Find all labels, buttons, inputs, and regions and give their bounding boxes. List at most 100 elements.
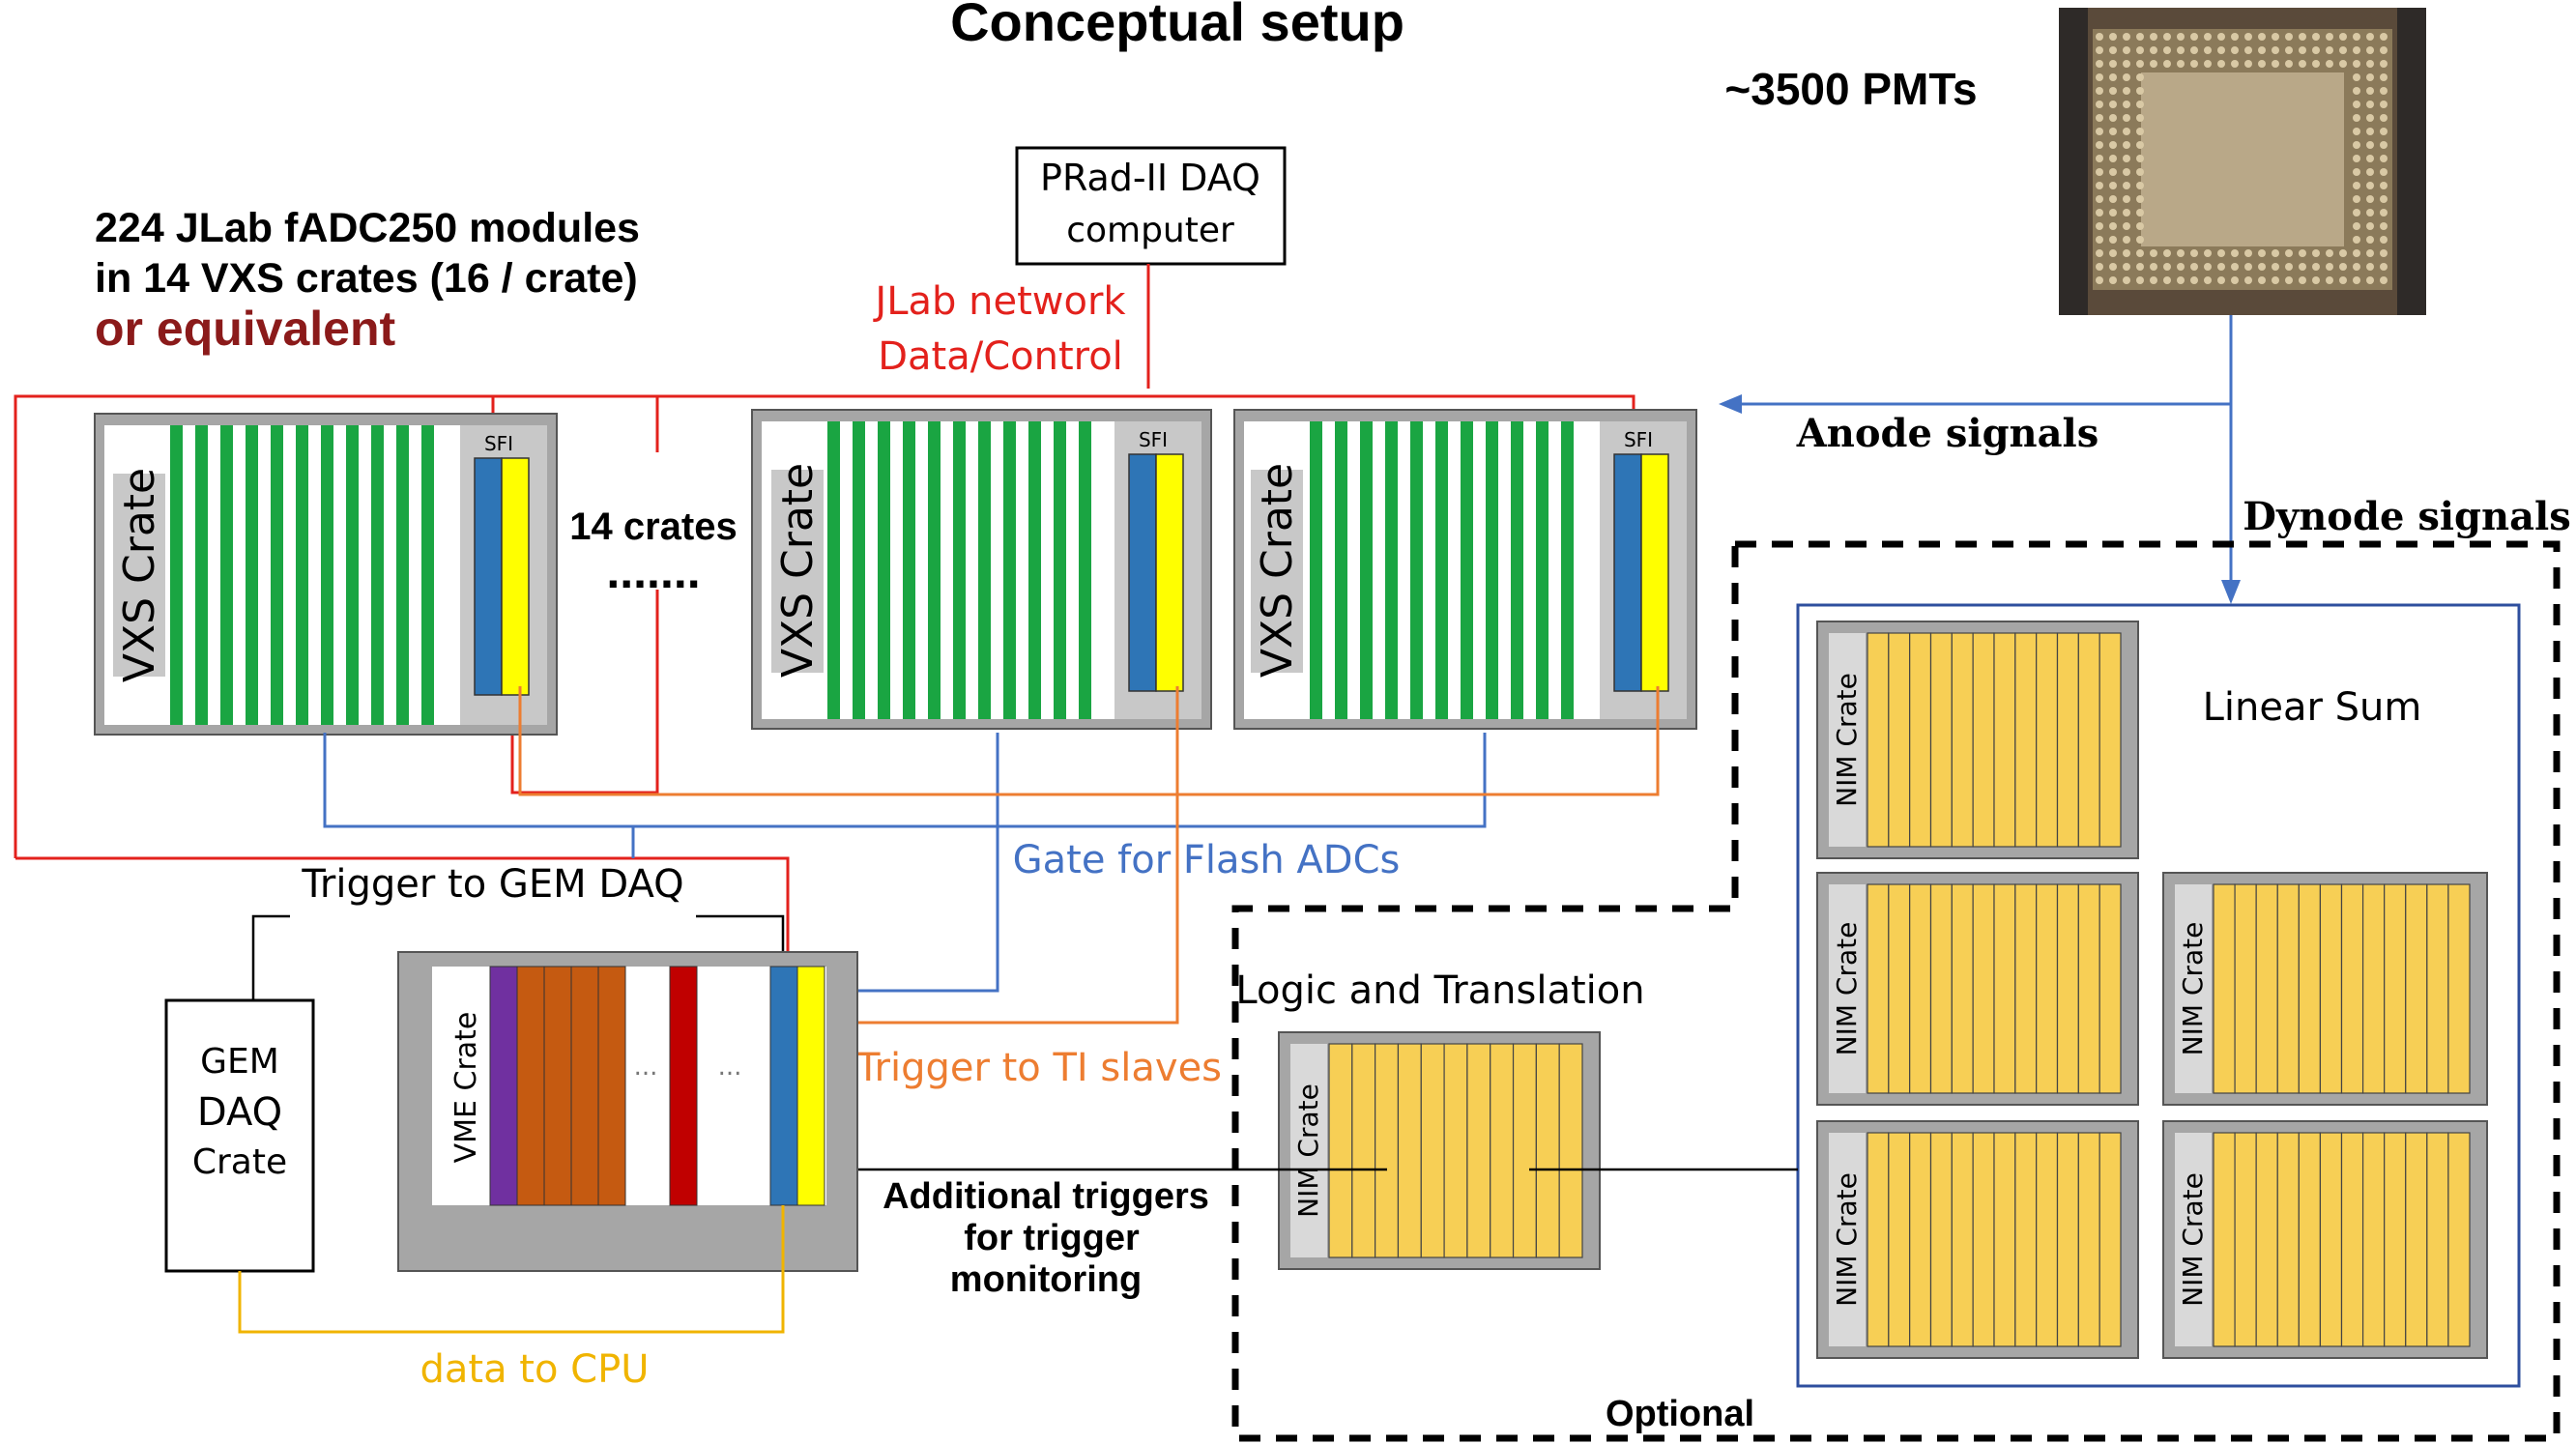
pmt-dot: [2190, 46, 2198, 54]
pmt-dot: [2109, 222, 2117, 230]
pmt-dot: [2353, 263, 2360, 271]
pmt-dot: [2136, 209, 2144, 217]
nim-module: [2056, 632, 2079, 848]
pmt-dot: [2177, 60, 2185, 68]
fadc-module: [928, 421, 941, 719]
pmt-dot: [2177, 33, 2185, 41]
pmt-dot: [2366, 195, 2374, 203]
gate-label: Gate for Flash ADCs: [1013, 838, 1401, 882]
pmt-dot: [2353, 249, 2360, 257]
pmt-dot: [2096, 236, 2103, 244]
pmt-dot: [2285, 46, 2293, 54]
nim-module: [2276, 883, 2300, 1094]
anode-signal-arrow: [1719, 315, 2241, 604]
pmt-dot: [2380, 236, 2388, 244]
pmt-dot: [2326, 60, 2333, 68]
crates-count-label: 14 crates: [569, 505, 737, 548]
pmt-dot: [2366, 141, 2374, 149]
pmt-dot: [2353, 101, 2360, 108]
pmt-dot: [2217, 249, 2225, 257]
nim-crate-label-bg: [2175, 884, 2212, 1093]
sfi-module-yellow: [1640, 453, 1669, 692]
pmt-dot: [2123, 33, 2130, 41]
nim-module: [2036, 1132, 2059, 1347]
pmt-dot: [2150, 276, 2157, 284]
nim-module: [1972, 632, 1995, 848]
nim-module: [2213, 883, 2236, 1094]
pmt-dot: [2299, 33, 2306, 41]
pmt-dot: [2380, 141, 2388, 149]
nim-module: [1466, 1043, 1491, 1258]
nim-module: [1972, 1132, 1995, 1347]
pmt-dot: [2299, 263, 2306, 271]
nim-module: [2384, 1132, 2407, 1347]
data-to-cpu-line: [238, 1205, 785, 1334]
pmt-dot: [2217, 263, 2225, 271]
pmt-dot: [2109, 209, 2117, 217]
pmt-dot: [2231, 263, 2239, 271]
nim-module: [1993, 632, 2016, 848]
fadc-module: [1536, 421, 1548, 719]
sfi-label: SFI: [1139, 428, 1168, 451]
pmt-dot: [2380, 222, 2388, 230]
pmt-dot: [2096, 114, 2103, 122]
pmt-dot: [2177, 263, 2185, 271]
pmt-dot: [2136, 249, 2144, 257]
nim-module: [2077, 1132, 2100, 1347]
nim-module: [1951, 632, 1974, 848]
pmt-dot: [2366, 128, 2374, 135]
nim-module: [1888, 883, 1911, 1094]
trigger-gem-label: Trigger to GEM DAQ: [301, 862, 683, 907]
vme-crate: VME Crate ... ...: [397, 951, 858, 1272]
pmt-dot: [2366, 263, 2374, 271]
pmt-dot: [2109, 168, 2117, 176]
optional-label: Optional: [1606, 1394, 1754, 1434]
pmt-dot: [2353, 128, 2360, 135]
pmt-dot: [2380, 276, 2388, 284]
pmt-dot: [2353, 114, 2360, 122]
nim-module: [2213, 1132, 2236, 1347]
nim-module: [1535, 1043, 1560, 1258]
pmt-dot: [2244, 60, 2252, 68]
pmt-dot: [2285, 263, 2293, 271]
fadc-module: [1511, 421, 1523, 719]
pmt-dot: [2109, 101, 2117, 108]
vme-crate-label: VME Crate: [449, 1012, 483, 1164]
nim-module: [1443, 1043, 1468, 1258]
pmt-dot: [2353, 236, 2360, 244]
pmt-dot: [2177, 46, 2185, 54]
additional-triggers-line-1: Additional triggers: [883, 1176, 1209, 1217]
pmt-dot: [2123, 249, 2130, 257]
pmt-dot: [2136, 46, 2144, 54]
diagram-title: Conceptual setup: [950, 0, 1404, 52]
pmt-dot: [2123, 60, 2130, 68]
pmt-dot: [2312, 33, 2320, 41]
pmt-dot: [2380, 263, 2388, 271]
gate-lines: [323, 733, 1487, 993]
nim-crate-label-bg: [1290, 1044, 1327, 1257]
fadc-line-1: 224 JLab fADC250 modules: [95, 205, 640, 251]
fadc-module: [1410, 421, 1423, 719]
pmt-dot: [2136, 73, 2144, 81]
daq-computer-line-2: computer: [1066, 211, 1234, 250]
fadc-module: [1335, 421, 1347, 719]
pmt-dot: [2380, 128, 2388, 135]
pmt-dot: [2163, 276, 2171, 284]
pmt-dot: [2096, 60, 2103, 68]
pmt-dot: [2109, 141, 2117, 149]
dynode-signals-label: Dynode signals: [2243, 494, 2570, 539]
pmt-dot: [2096, 182, 2103, 189]
pmt-dot: [2204, 46, 2212, 54]
nim-crate-label-bg: [2175, 1133, 2212, 1346]
pmt-dot: [2285, 33, 2293, 41]
linear-sum-label: Linear Sum: [2203, 685, 2422, 730]
pmt-dot: [2123, 73, 2130, 81]
pmt-dot: [2380, 73, 2388, 81]
pmt-dot: [2217, 60, 2225, 68]
pmt-dot: [2136, 33, 2144, 41]
fadc-module: [1360, 421, 1373, 719]
nim-crate: NIM Crate: [1278, 1031, 1601, 1270]
fadc-module: [1003, 421, 1016, 719]
pmt-dot: [2096, 195, 2103, 203]
